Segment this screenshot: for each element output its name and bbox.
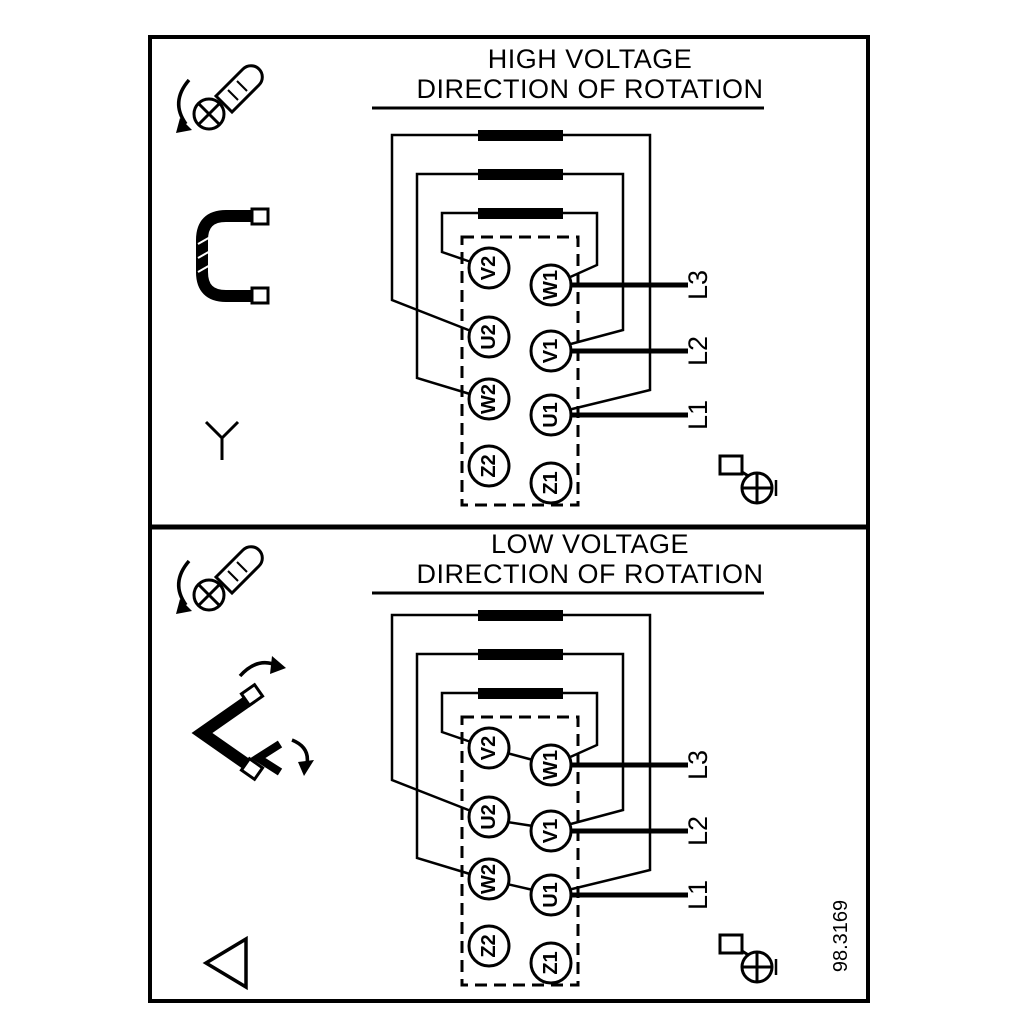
- terminal-label-v2: V2: [478, 256, 500, 280]
- supply-label-l3: L3: [683, 270, 713, 300]
- wire-loop-inner: [440, 691, 599, 760]
- terminal-label-u2: U2: [478, 804, 500, 830]
- terminal-label-v1: V1: [540, 339, 562, 363]
- supply-label-l2: L2: [683, 816, 713, 846]
- wire-loop-outer: [390, 613, 652, 892]
- rotation-arrowhead: [176, 118, 192, 133]
- panel-low-voltage: LOW VOLTAGE DIRECTION OF ROTATION L3 L2 …: [176, 529, 852, 991]
- terminal-label-z2: Z2: [478, 934, 500, 957]
- terminal-z1: [529, 941, 573, 985]
- terminal-label-z2: Z2: [478, 454, 500, 477]
- terminal-u2: [467, 315, 511, 359]
- delta-link-w2-u1: [506, 882, 534, 892]
- panel-subtitle: DIRECTION OF ROTATION: [417, 559, 764, 589]
- terminal-label-u1: U1: [540, 882, 562, 908]
- terminal-v2: [467, 726, 511, 770]
- terminal-w1: [529, 263, 573, 307]
- delta-link-u2-v1: [506, 820, 534, 828]
- move-arrowhead: [298, 760, 314, 776]
- terminal-screw-icon: [718, 933, 778, 984]
- supply-label-l1: L1: [683, 880, 713, 910]
- terminal-v1: [529, 809, 573, 853]
- rotation-arrowhead: [176, 599, 192, 614]
- terminal-screw-icon: [718, 454, 778, 505]
- terminal-label-z1: Z1: [540, 951, 562, 974]
- move-arrowhead: [270, 656, 286, 674]
- terminal-label-u1: U1: [540, 402, 562, 428]
- panel-subtitle: DIRECTION OF ROTATION: [417, 74, 764, 104]
- terminal-label-z1: Z1: [540, 471, 562, 494]
- wire-loop-outer: [390, 133, 652, 412]
- terminal-z2: [467, 924, 511, 968]
- rotate-screw-icon: [176, 64, 264, 133]
- panel-title: HIGH VOLTAGE: [488, 44, 693, 74]
- supply-label-l3: L3: [683, 750, 713, 780]
- terminal-z1: [529, 461, 573, 505]
- supply-label-l2: L2: [683, 336, 713, 366]
- diagram-border: [148, 35, 870, 1003]
- terminal-w1: [529, 743, 573, 787]
- terminal-label-w2: W2: [478, 384, 500, 414]
- terminal-label-v1: V1: [540, 819, 562, 843]
- delta-connection-icon: [202, 935, 248, 991]
- terminal-block-outline: [460, 235, 580, 507]
- terminal-label-w1: W1: [540, 750, 562, 780]
- terminal-u2: [467, 795, 511, 839]
- jumper-link-icon: [196, 207, 270, 305]
- supply-label-l1: L1: [683, 400, 713, 430]
- terminal-v2: [467, 246, 511, 290]
- wire-loop-middle: [415, 652, 625, 876]
- panel-high-voltage: HIGH VOLTAGE DIRECTION OF ROTATION L3 L2…: [176, 44, 778, 507]
- terminal-z2: [467, 444, 511, 488]
- terminal-label-u2: U2: [478, 324, 500, 350]
- terminal-label-v2: V2: [478, 736, 500, 760]
- terminal-w2: [467, 377, 511, 421]
- wire-loop-inner: [440, 211, 599, 280]
- star-connection-icon: [204, 420, 240, 460]
- links-reposition-icon: [191, 656, 314, 782]
- terminal-v1: [529, 329, 573, 373]
- panel-title: LOW VOLTAGE: [491, 529, 689, 559]
- terminal-label-w2: W2: [478, 864, 500, 894]
- figure-number: 98.3169: [830, 900, 852, 972]
- delta-link-v2-w1: [506, 751, 534, 762]
- terminal-w2: [467, 857, 511, 901]
- wire-loop-middle: [415, 172, 625, 396]
- terminal-u1: [529, 873, 573, 917]
- terminal-block-outline: [460, 715, 580, 987]
- rotate-screw-icon: [176, 545, 264, 614]
- terminal-u1: [529, 393, 573, 437]
- terminal-label-w1: W1: [540, 270, 562, 300]
